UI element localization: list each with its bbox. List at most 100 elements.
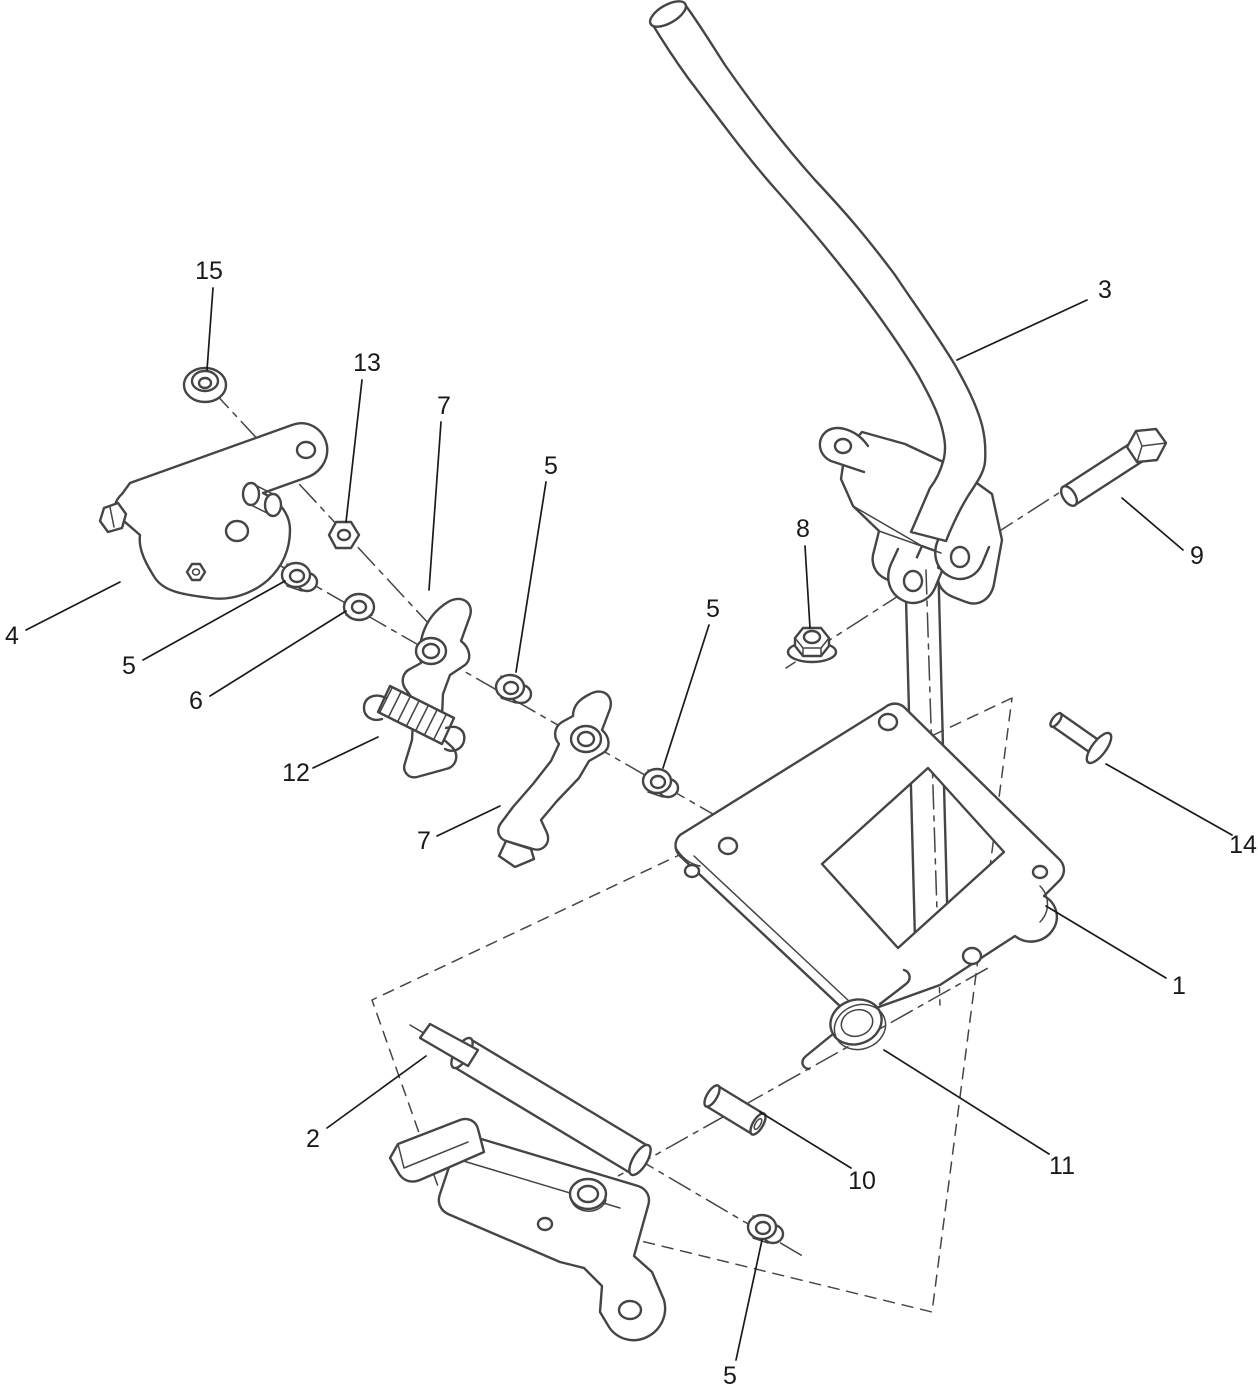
callout-label: 3 [1098,276,1112,304]
part-5-bushing [280,561,319,593]
nut-hex-body [190,369,220,393]
bolt-tip [1059,485,1079,507]
part-9-hex-bolt [1059,427,1168,507]
boss-offset [571,1199,607,1212]
callout: 13 [345,349,381,523]
leader-line [326,1055,427,1129]
hem-line [693,855,851,1003]
leader-line [209,610,347,697]
leader-line [735,1239,763,1361]
leader-line [1045,905,1167,979]
callout-label: 5 [122,652,136,680]
bracket-lower-tab [934,523,991,581]
hole [502,680,520,696]
hole [421,642,441,660]
callout: 5 [723,1239,763,1390]
centerline-pivot-axis [553,967,989,1213]
spring-hook [443,725,466,752]
handle-tube [649,4,987,543]
callout: 6 [189,610,347,715]
part-11-torsion-spring [801,968,911,1071]
callout-label: 2 [306,1125,320,1153]
leader-line [25,581,121,631]
hole [753,1117,763,1131]
nut-facet [794,637,830,657]
leader-line [1105,763,1233,836]
part-8-flange-nut [786,626,838,664]
shaft-end-cap [628,1143,652,1177]
callout-label: 12 [282,759,310,787]
spring-leg [878,968,911,1006]
callout-label: 9 [1190,542,1204,570]
carriage-bolt-head [98,501,128,534]
callout: 11 [883,1049,1075,1180]
part-13-hex-nut [327,520,361,550]
callout-label: 7 [437,392,451,420]
callout: 5 [122,580,286,680]
hole [295,440,317,460]
hole [683,863,701,879]
leader-line [804,545,811,629]
callout: 7 [428,392,451,591]
leader-line [206,287,214,371]
callout-label: 11 [1049,1152,1075,1180]
nut-hex-body [327,520,361,550]
callout: 3 [956,276,1112,361]
part-5-bushing [746,1213,785,1245]
hole [833,437,853,455]
part-15-flange-nut [182,366,228,404]
callout: 2 [306,1055,427,1153]
leader-line [428,421,442,591]
hole [224,519,250,543]
pin-tip [1049,712,1063,728]
hole [191,568,201,576]
hole [576,1184,600,1204]
callout-label: 13 [353,349,381,377]
bracket-body [113,422,329,600]
leader-line [956,299,1088,361]
hole [649,774,667,790]
callout: 4 [5,581,121,650]
callouts: 15 13 7 5 3 9 8 5 [5,257,1257,1390]
callout: 5 [662,595,720,769]
pivot-boss [414,636,448,666]
pivot-boss [569,724,603,754]
hole [288,568,306,584]
leader-line [883,1049,1050,1155]
part-3-handle-lever [648,0,987,543]
lower-bracket [388,1117,667,1342]
stud-boss-front [241,481,261,507]
boss-ring [568,1177,608,1211]
edge-roll [675,847,701,867]
bushing-flange [746,1213,778,1241]
hole [1031,864,1049,880]
spring-coil-inner [840,1008,874,1038]
leader-line [515,481,547,673]
bushing-flange [494,673,526,701]
callout: 8 [796,515,811,629]
callout-label: 14 [1229,831,1257,859]
bend-line [852,505,942,554]
centerline-stud-axis [211,389,456,653]
hole [717,836,739,856]
spring-coil-turn [833,1003,887,1051]
spring-hook [362,694,388,722]
callout: 15 [195,257,223,371]
part-10-spacer [703,1084,767,1136]
weld-nut [185,562,207,582]
callout: 12 [282,736,379,787]
callout-label: 5 [706,595,720,623]
shaft-tang [418,1022,480,1068]
leader-line [142,580,286,661]
lever-body [401,597,472,779]
lever-foot [497,839,536,869]
callout: 5 [515,452,558,673]
leader-line [345,379,363,523]
plate-face [674,702,1066,1016]
hole [902,569,924,593]
centerline-bushing-axis [252,549,773,849]
bolt-head-facet [109,506,115,528]
callout: 1 [1045,905,1186,1000]
